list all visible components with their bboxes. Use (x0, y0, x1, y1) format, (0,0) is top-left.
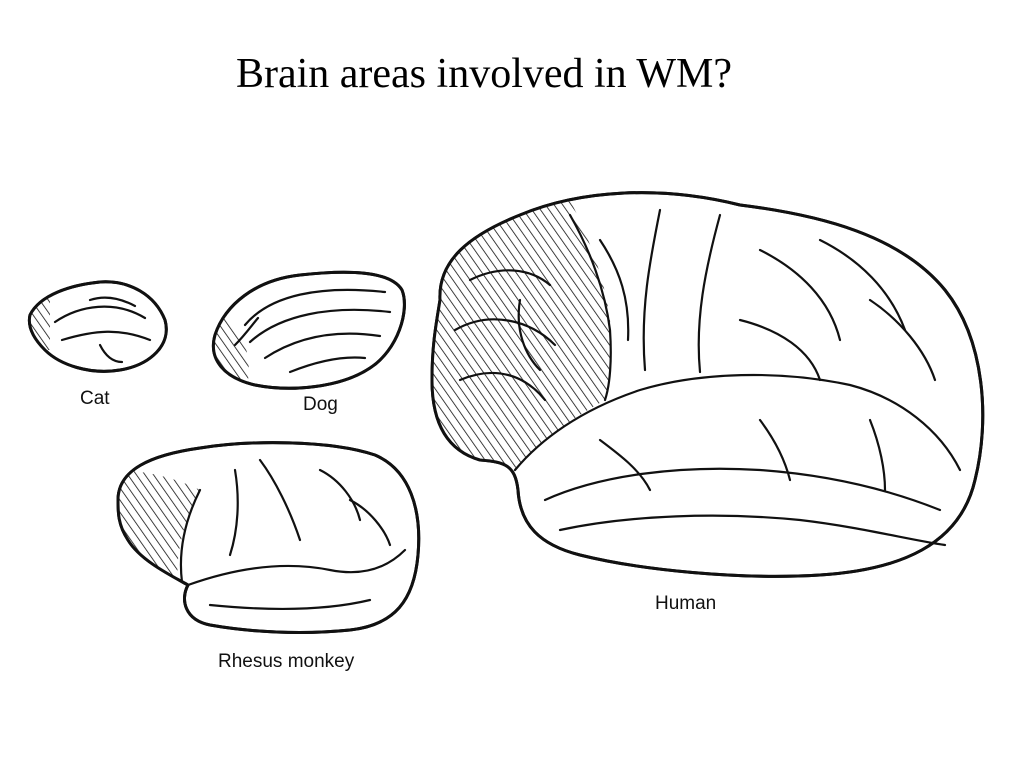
human-label: Human (655, 593, 716, 614)
human-brain (430, 191, 985, 578)
cat-brain (27, 280, 168, 373)
rhesus-monkey-label: Rhesus monkey (218, 651, 355, 672)
slide-title: Brain areas involved in WM? (0, 50, 1024, 98)
cat-label: Cat (80, 388, 110, 409)
slide-title-text: Brain areas involved in WM? (235, 51, 733, 97)
dog-label: Dog (303, 394, 338, 415)
human-prefrontal-hatch (432, 200, 611, 470)
dog-prefrontal-hatch (213, 310, 249, 389)
rhesus-monkey-brain (116, 441, 421, 634)
dog-brain (212, 270, 406, 390)
